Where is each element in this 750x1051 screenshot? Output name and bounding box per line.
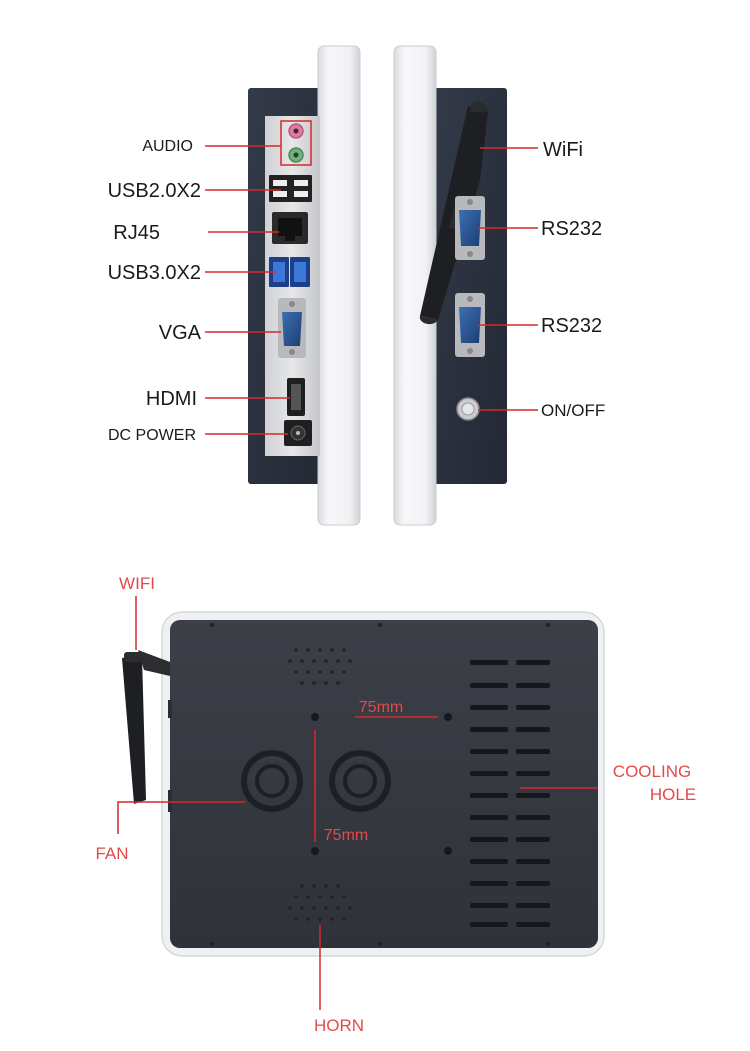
label-dc-power: DC POWER (108, 427, 196, 444)
power-button (456, 397, 480, 421)
side-ports (168, 700, 172, 812)
label-audio: AUDIO (142, 138, 193, 155)
right-leader-lines (478, 147, 538, 411)
label-fan: FAN (95, 844, 128, 863)
cooling-slots (470, 660, 550, 927)
left-side-unit (248, 45, 361, 526)
usb3-ports (269, 257, 310, 287)
top-speaker-grille (288, 648, 352, 685)
panel-screws (210, 623, 550, 946)
label-usb2: USB2.0X2 (108, 180, 201, 202)
label-wifi-side: WiFi (543, 139, 583, 161)
usb2-ports (269, 175, 312, 202)
vesa-mount-holes (311, 713, 452, 855)
label-rj45: RJ45 (113, 222, 160, 244)
back-dark-panel (170, 620, 598, 948)
bottom-speaker-grille (288, 884, 352, 921)
fan-left (241, 750, 303, 812)
back-leader-lines (117, 596, 598, 1010)
back-wifi-antenna (122, 650, 170, 804)
label-horn: HORN (314, 1016, 364, 1035)
rs232-bottom-port (455, 293, 485, 357)
label-vesa-horizontal: 75mm (359, 699, 403, 716)
audio-jacks (288, 123, 304, 163)
rs232-top-port (455, 196, 485, 260)
back-view: WIFI FAN COOLING HOLE HORN 75mm 75mm (95, 574, 696, 1035)
label-wifi-back: WIFI (119, 574, 155, 593)
label-vesa-vertical: 75mm (324, 827, 368, 844)
left-silver-bezel (317, 45, 361, 526)
left-leader-lines (205, 120, 312, 435)
rj45-port (272, 212, 308, 244)
dc-power-port (284, 420, 312, 446)
label-cooling-line2: HOLE (650, 785, 696, 804)
fan-right (329, 750, 391, 812)
label-usb3: USB3.0X2 (108, 262, 201, 284)
vga-port (278, 298, 306, 358)
label-hdmi: HDMI (146, 388, 197, 410)
label-rs232-top: RS232 (541, 218, 602, 240)
right-side-unit (393, 45, 507, 526)
hdmi-port (287, 378, 305, 416)
label-rs232-bottom: RS232 (541, 315, 602, 337)
label-vga: VGA (159, 322, 202, 344)
label-cooling-line1: COOLING (613, 762, 691, 781)
side-view: AUDIO USB2.0X2 RJ45 USB3.0X2 VGA HDMI DC… (108, 45, 605, 526)
label-on-off: ON/OFF (541, 401, 605, 420)
